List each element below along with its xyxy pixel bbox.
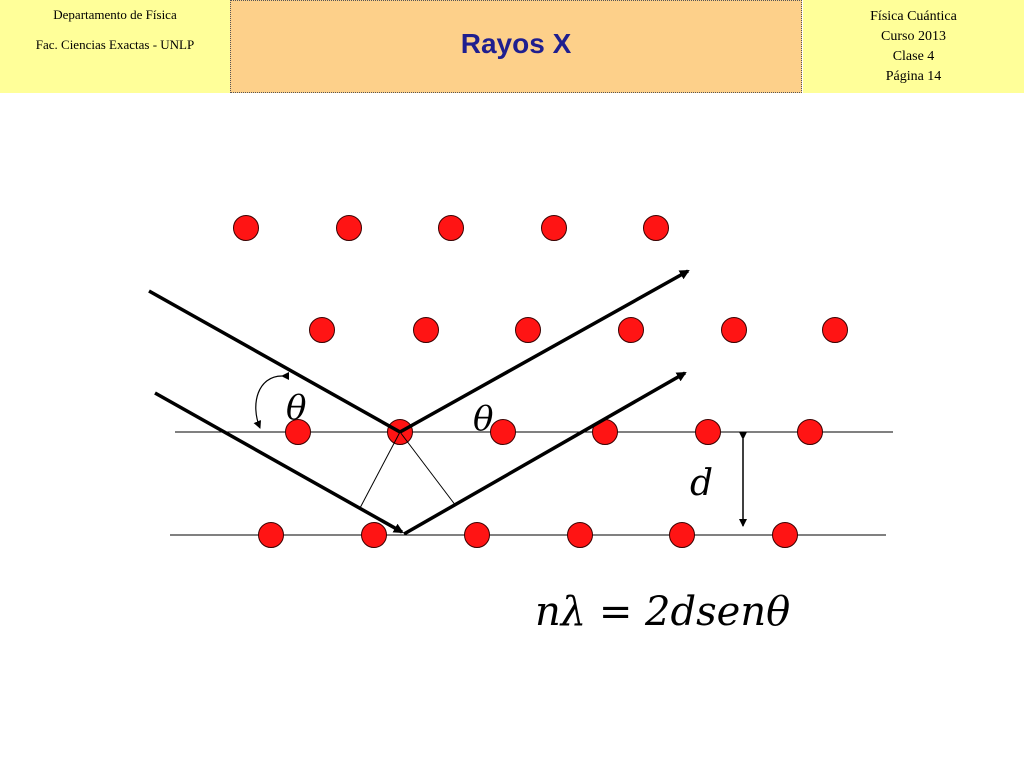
incident-ray-lower — [154, 391, 404, 534]
department-name: Departamento de Física — [53, 7, 177, 22]
path-difference-line-left — [359, 431, 401, 509]
atom — [618, 317, 644, 343]
atom — [797, 419, 823, 445]
atom — [336, 215, 362, 241]
atom — [233, 215, 259, 241]
faculty-name: Fac. Ciencias Exactas - UNLP — [35, 37, 195, 52]
atom — [695, 419, 721, 445]
atom — [490, 419, 516, 445]
bragg-equation: nλ = 2dsenθ — [535, 589, 790, 635]
page-number: Página 14 — [885, 69, 942, 84]
atom — [515, 317, 541, 343]
atom — [438, 215, 464, 241]
class-number: Clase 4 — [892, 49, 935, 64]
atom — [541, 215, 567, 241]
reflected-ray-upper — [399, 269, 690, 434]
theta-label-incident: θ — [286, 388, 306, 428]
atom — [822, 317, 848, 343]
atom — [258, 522, 284, 548]
atom — [721, 317, 747, 343]
atom — [669, 522, 695, 548]
path-difference-line-right — [399, 431, 457, 507]
atom — [285, 419, 311, 445]
atom — [567, 522, 593, 548]
header-title-panel: Rayos X — [230, 0, 802, 93]
header-course-panel: Física Cuántica Curso 2013 Clase 4 Págin… — [803, 0, 1024, 93]
spacing-label: d — [690, 463, 713, 504]
header-department-panel: Departamento de Física Fac. Ciencias Exa… — [0, 0, 230, 93]
theta-label-reflected: θ — [473, 399, 493, 439]
atom — [772, 522, 798, 548]
slide-title: Rayos X — [460, 27, 572, 59]
atom — [309, 317, 335, 343]
course-year: Curso 2013 — [881, 29, 946, 44]
incident-ray-upper — [148, 289, 401, 434]
course-name: Física Cuántica — [870, 9, 957, 24]
reflected-ray-lower — [403, 371, 687, 536]
atom — [361, 522, 387, 548]
angle-arc — [253, 371, 290, 429]
atom — [643, 215, 669, 241]
atom-lattice — [233, 215, 848, 548]
atom — [413, 317, 439, 343]
atom — [464, 522, 490, 548]
